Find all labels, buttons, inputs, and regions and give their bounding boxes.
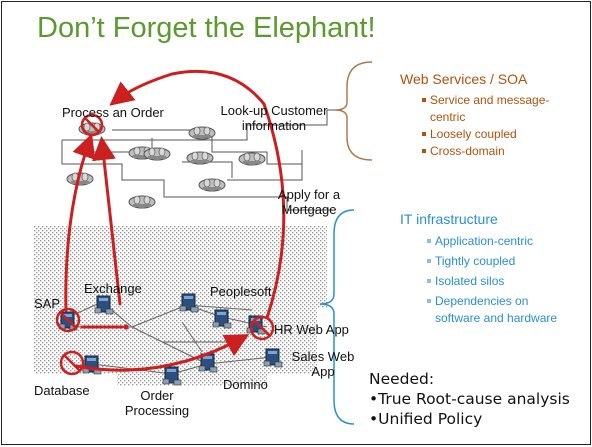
web-services-bullet: Loosely coupled — [422, 126, 517, 143]
label-process-order: Process an Order — [62, 105, 164, 120]
web-services-brace — [334, 61, 373, 161]
label-hr-web-app: HR Web App — [274, 322, 349, 337]
label-order-processing: Order Processing — [124, 388, 190, 418]
web-services-bullet: Service and message- centric — [422, 92, 549, 126]
label-lookup-customer: Look-up Customer information — [220, 103, 328, 133]
label-domino: Domino — [223, 377, 268, 392]
needed-item: •Unified Policy — [369, 410, 483, 428]
it-infrastructure-bullet: Isolated silos — [427, 273, 504, 290]
slide-title: Don’t Forget the Elephant! — [37, 12, 376, 44]
web-services-bullet: Cross-domain — [422, 143, 505, 160]
it-infrastructure-brace — [319, 209, 355, 425]
label-sap: SAP — [34, 296, 61, 311]
it-infrastructure-bullet: Application-centric — [427, 233, 533, 250]
dependency-arrows — [64, 69, 286, 372]
label-apply-mortgage: Apply for a Mortgage — [277, 187, 341, 217]
needed-section: Needed: •True Root-cause analysis •Unifi… — [369, 369, 570, 429]
it-infrastructure-bullet: Dependencies on software and hardware — [427, 293, 557, 327]
it-infrastructure-bullet: Tightly coupled — [427, 253, 515, 270]
label-sales-web-app: Sales Web App — [291, 349, 355, 379]
web-services-heading: Web Services / SOA — [400, 71, 528, 87]
label-peoplesoft: Peoplesoft — [210, 284, 272, 299]
label-exchange: Exchange — [84, 281, 142, 296]
it-infrastructure-heading: IT infrastructure — [400, 211, 498, 227]
needed-item: •True Root-cause analysis — [369, 390, 570, 408]
label-database: Database — [34, 383, 90, 398]
service-cloud-icons — [66, 122, 266, 209]
needed-heading: Needed: — [369, 370, 435, 388]
